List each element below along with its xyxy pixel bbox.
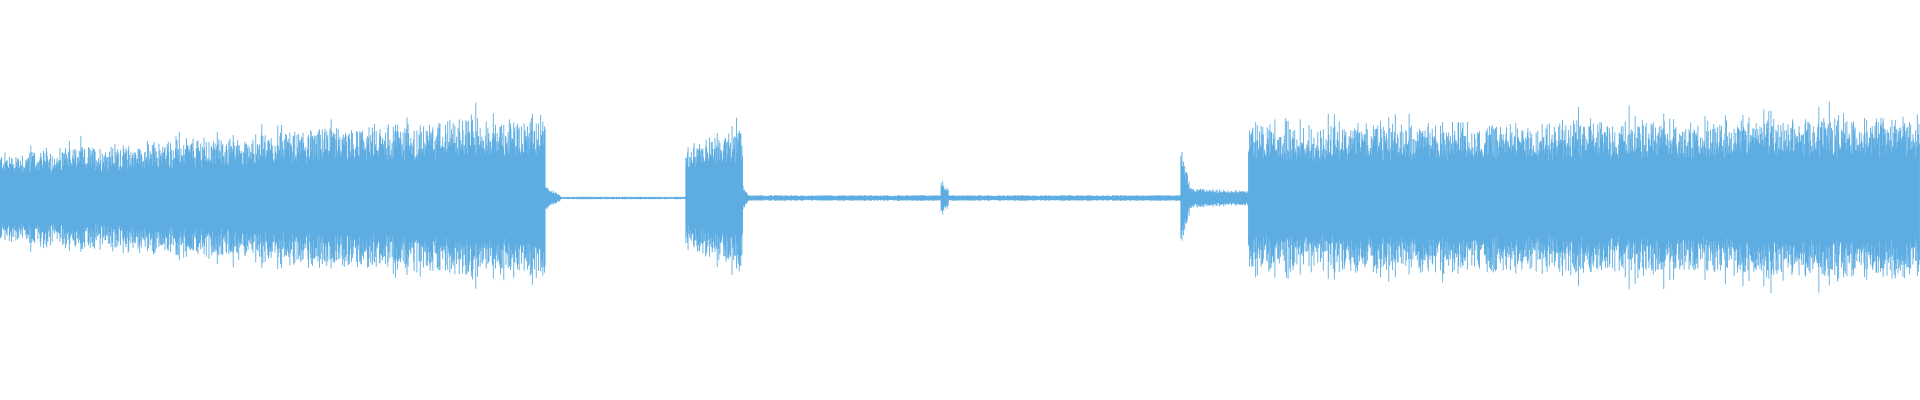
waveform-bars [0, 101, 1920, 293]
waveform-path [0, 101, 1920, 293]
